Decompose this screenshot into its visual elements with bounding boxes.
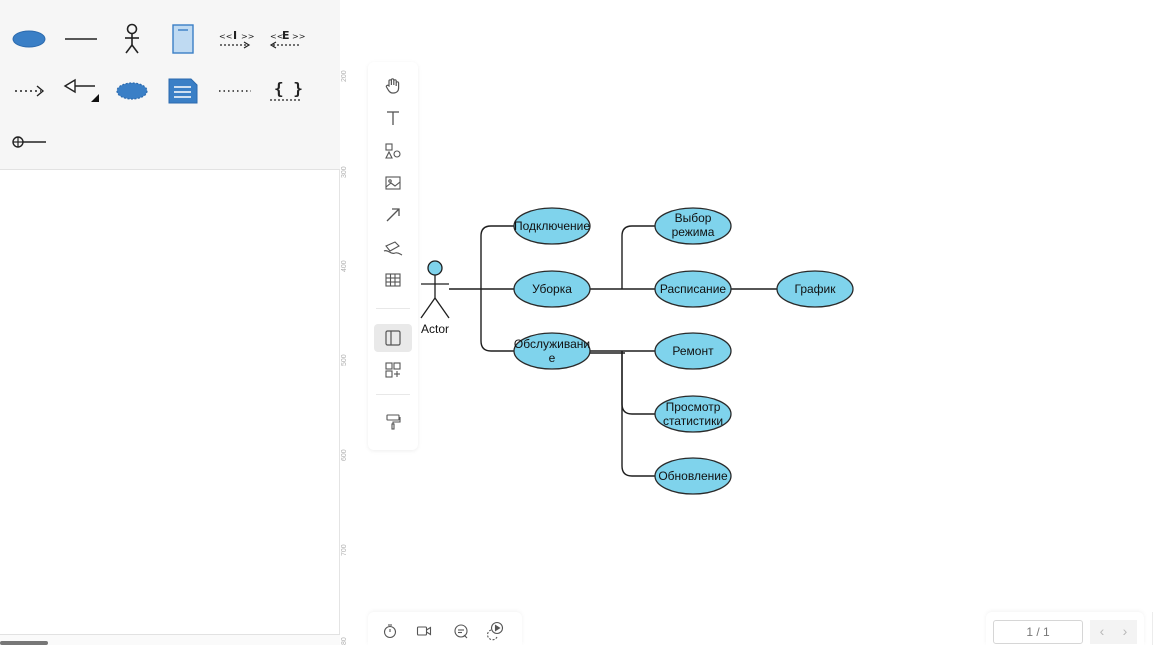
palette-footer xyxy=(0,634,340,645)
text-icon[interactable] xyxy=(374,104,412,132)
diagram-canvas[interactable] xyxy=(355,0,1166,645)
dependency-arrow-icon[interactable] xyxy=(9,73,49,109)
svg-text:<<: << xyxy=(219,32,232,41)
use-case-label: Подключение xyxy=(514,219,590,233)
use-case-label: Обновление xyxy=(658,469,728,483)
video-icon[interactable] xyxy=(413,620,435,642)
use-case-remont[interactable]: Ремонт xyxy=(654,332,732,370)
extend-relation-icon[interactable]: << E >> xyxy=(266,21,306,57)
timer-icon[interactable] xyxy=(379,620,401,642)
corner-panel xyxy=(1152,612,1166,645)
dotted-line-icon[interactable] xyxy=(215,73,255,109)
svg-text:>>: >> xyxy=(292,32,305,41)
use-case-raspisanie[interactable]: Расписание xyxy=(654,270,732,308)
svg-text:>>: >> xyxy=(241,32,254,41)
use-case-label-line1: Просмотр xyxy=(666,400,721,414)
include-relation-icon[interactable]: << I >> xyxy=(215,21,255,57)
format-painter-icon[interactable] xyxy=(374,408,412,436)
use-case-label-line1: Обслуживани xyxy=(514,337,590,351)
use-case-label-line1: Выбор xyxy=(675,211,712,225)
svg-text:<<: << xyxy=(270,32,283,41)
association-line-icon[interactable] xyxy=(61,21,101,57)
use-case-uborka[interactable]: Уборка xyxy=(513,270,591,308)
actor-icon[interactable] xyxy=(112,21,152,57)
comment-icon[interactable] xyxy=(450,620,472,642)
shape-palette: << I >> << E >> xyxy=(0,0,340,645)
add-widget-icon[interactable] xyxy=(374,356,412,384)
shapes-icon[interactable] xyxy=(374,137,412,165)
interface-lollipop-icon[interactable] xyxy=(9,124,49,160)
palette-tab-handle[interactable] xyxy=(0,641,48,645)
constraint-braces-icon[interactable]: { } xyxy=(266,73,306,109)
toolbar-separator xyxy=(376,308,410,309)
uml-usecase-shapes-grid: << I >> << E >> xyxy=(0,0,340,170)
use-case-obnovlenie[interactable]: Обновление xyxy=(654,457,732,495)
presentation-bar xyxy=(368,612,522,645)
collaboration-ellipse-icon[interactable] xyxy=(112,73,152,109)
connector-arrow-icon[interactable] xyxy=(374,201,412,229)
note-icon[interactable] xyxy=(163,73,203,109)
use-case-grafik[interactable]: График xyxy=(776,270,854,308)
actor-label: Actor xyxy=(421,322,449,336)
use-case-obsluzhivanie[interactable]: Обслуживани е xyxy=(513,332,591,370)
prev-page-button[interactable]: ‹ xyxy=(1090,620,1114,644)
use-case-label-line2: статистики xyxy=(663,414,723,428)
extend-label: E xyxy=(282,29,290,42)
next-page-button[interactable]: › xyxy=(1113,620,1137,644)
use-case-ellipse-icon[interactable] xyxy=(9,21,49,57)
canvas-toolbar xyxy=(368,62,418,450)
table-icon[interactable] xyxy=(374,266,412,294)
use-case-podklyuchenie[interactable]: Подключение xyxy=(513,207,591,245)
panel-layout-icon[interactable] xyxy=(374,324,412,352)
page-number-input[interactable]: 1 / 1 xyxy=(993,620,1083,644)
use-case-label-line2: е xyxy=(549,351,556,365)
use-case-label: Расписание xyxy=(660,282,726,296)
hand-icon[interactable] xyxy=(374,72,412,100)
include-label: I xyxy=(233,29,237,42)
connector-lines xyxy=(449,225,778,477)
use-case-prosmotr-statistiki[interactable]: Просмотр статистики xyxy=(654,395,732,433)
actor-figure[interactable] xyxy=(420,260,450,319)
braces-label: { } xyxy=(274,79,303,98)
toolbar-separator xyxy=(376,394,410,395)
use-case-label: Уборка xyxy=(532,282,572,296)
presentation-play-icon[interactable] xyxy=(484,620,506,642)
image-icon[interactable] xyxy=(374,169,412,197)
use-case-label: График xyxy=(795,282,837,296)
use-case-label-line2: режима xyxy=(672,225,715,239)
use-case-label: Ремонт xyxy=(672,344,714,358)
freehand-pen-icon[interactable] xyxy=(374,234,412,262)
page-navigator: 1 / 1 ‹ › xyxy=(986,612,1144,645)
system-boundary-icon[interactable] xyxy=(163,21,203,57)
generalization-arrow-icon[interactable] xyxy=(61,73,101,109)
use-case-vybor-rezhima[interactable]: Выбор режима xyxy=(654,207,732,245)
